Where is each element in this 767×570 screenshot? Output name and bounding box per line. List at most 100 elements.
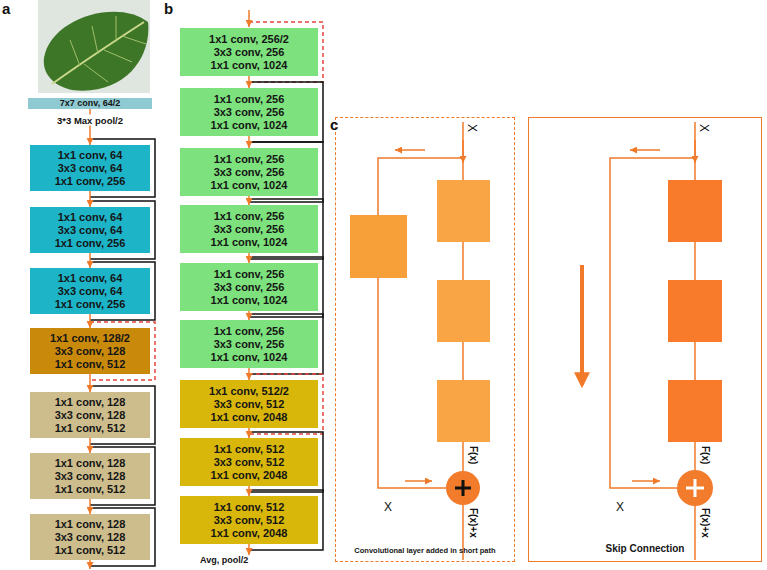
layer-text: 1x1 conv, 256 [55, 237, 126, 250]
plus-sign [455, 480, 471, 496]
layer-rect [668, 280, 722, 342]
layer-text: 1x1 conv, 256/2 [209, 33, 289, 46]
panel-box: Convolutional layer added in short path [335, 117, 515, 562]
layer-text: 1x1 conv, 256 [55, 175, 126, 188]
plus-sign [686, 479, 704, 497]
stub-arrow [248, 544, 250, 555]
layer-text: 1x1 conv, 1024 [211, 59, 288, 72]
layer-text: 1x1 conv, 512 [214, 501, 285, 514]
flow-arrow [248, 428, 250, 438]
layer-text: 1x1 conv, 512 [55, 483, 126, 496]
projection-block-drawing [350, 122, 490, 560]
shortcut-conv-layer [350, 215, 407, 278]
layer-text: 1x1 conv, 256 [214, 268, 285, 281]
signal-label: X [616, 500, 624, 514]
layer-text: 1x1 conv, 1024 [211, 179, 288, 192]
layer-text: 1x1 conv, 64 [58, 149, 123, 162]
leaf-image [38, 0, 150, 93]
layer-rect [668, 380, 722, 442]
layer-text: 1x1 conv, 2048 [211, 411, 288, 424]
layer-text: 1x1 conv, 64 [58, 272, 123, 285]
layer-text: Skip Connection [606, 543, 685, 555]
downsample-block: 1x1 conv, 512/23x3 conv, 5121x1 conv, 20… [180, 380, 318, 428]
signal-label: X [697, 124, 711, 132]
flow-arrow [89, 191, 91, 207]
layer-text: 1x1 conv, 2048 [211, 469, 288, 482]
flow-arrow [89, 253, 91, 268]
bottleneck-block: 1x1 conv, 2563x3 conv, 2561x1 conv, 1024 [180, 148, 318, 196]
flow-arrow [248, 196, 250, 205]
layer-text: 3x3 conv, 64 [58, 162, 123, 175]
signal-label: F(x) [468, 446, 479, 464]
bottleneck-block: 1x1 conv, 643x3 conv, 641x1 conv, 256 [30, 145, 150, 191]
bottleneck-block: 1x1 conv, 1283x3 conv, 1281x1 conv, 512 [30, 392, 150, 438]
downsample-block: 1x1 conv, 256/23x3 conv, 2561x1 conv, 10… [180, 28, 318, 76]
bottleneck-block: 1x1 conv, 2563x3 conv, 2561x1 conv, 1024 [180, 88, 318, 136]
flow-arrow [248, 253, 250, 263]
layer-text: 1x1 conv, 256 [214, 325, 285, 338]
layer-text: 1x1 conv, 512 [55, 544, 126, 557]
leaf-veins [70, 16, 146, 82]
layer-text: 3x3 conv, 128 [55, 345, 126, 358]
flow-arrow [248, 76, 250, 88]
layer-text: Convolutional layer added in short path [354, 546, 495, 555]
bottleneck-block: 1x1 conv, 5123x3 conv, 5121x1 conv, 2048 [180, 496, 318, 544]
layer-text: 1x1 conv, 256 [214, 210, 285, 223]
flow-arrow [395, 149, 425, 151]
sum-circle [446, 471, 480, 505]
photo-background [38, 0, 150, 93]
layer-rect [437, 380, 490, 442]
edge-label: 3*3 Max pool/2 [55, 115, 125, 126]
bottleneck-block: 1x1 conv, 1283x3 conv, 1281x1 conv, 512 [30, 453, 150, 499]
layer-text: 1x1 conv, 128 [55, 457, 126, 470]
layer-text: 1x1 conv, 128/2 [50, 332, 130, 345]
layer-rect [437, 180, 490, 242]
layer-text: 1x1 conv, 128 [55, 396, 126, 409]
input-arrow [462, 140, 464, 163]
layer-text: 1x1 conv, 1024 [211, 236, 288, 249]
signal-label: F(x) [700, 446, 711, 464]
bottleneck-block: 1x1 conv, 5123x3 conv, 5121x1 conv, 2048 [180, 438, 318, 486]
layer-text: 3x3 conv, 256 [214, 281, 285, 294]
layer-text: 1x1 conv, 256 [214, 153, 285, 166]
layer-text: 3x3 conv, 512 [214, 456, 285, 469]
flow-arrow [632, 480, 660, 482]
flow-arrow [89, 374, 91, 392]
layer-text: 1x1 conv, 512 [55, 358, 126, 371]
layer-text: 1x1 conv, 128 [55, 518, 126, 531]
direction-arrow [580, 265, 584, 385]
layer-text: 1x1 conv, 1024 [211, 294, 288, 307]
layer-text: 3x3 conv, 512 [214, 514, 285, 527]
layer-text: 1x1 conv, 256 [55, 298, 126, 311]
flow-arrow [248, 136, 250, 148]
pool-label: Avg, pool/2 [200, 555, 248, 565]
layer-text: 3x3 conv, 128 [55, 531, 126, 544]
panel-letter: b [164, 0, 173, 17]
layer-text: 3x3 conv, 128 [55, 470, 126, 483]
skip-block-drawing [582, 122, 722, 560]
sum-circle [677, 470, 713, 506]
panel-letter: c [330, 116, 338, 133]
stub-arrow [89, 560, 91, 569]
bottleneck-block: 1x1 conv, 2563x3 conv, 2561x1 conv, 1024 [180, 320, 318, 368]
flow-arrow [89, 314, 91, 328]
stub-arrow [248, 10, 250, 27]
layer-rect [437, 280, 490, 342]
flow-arrow [248, 368, 250, 380]
flow-arrow [89, 499, 91, 514]
signal-label: X [384, 500, 392, 514]
layer-text: 3x3 conv, 256 [214, 106, 285, 119]
layer-rect [668, 180, 722, 242]
layer-text: 1x1 conv, 64 [58, 211, 123, 224]
layer-text: 1x1 conv, 512/2 [209, 385, 289, 398]
signal-label: F(x)+x [468, 508, 479, 538]
bottleneck-block: 1x1 conv, 1283x3 conv, 1281x1 conv, 512 [30, 514, 150, 560]
conv-band: 7x7 conv, 64/2 [28, 98, 152, 109]
panel-box: Skip Connection [528, 117, 762, 562]
flow-arrow [248, 486, 250, 496]
layer-text: 1x1 conv, 512 [55, 422, 126, 435]
layer-text: 3x3 conv, 128 [55, 409, 126, 422]
